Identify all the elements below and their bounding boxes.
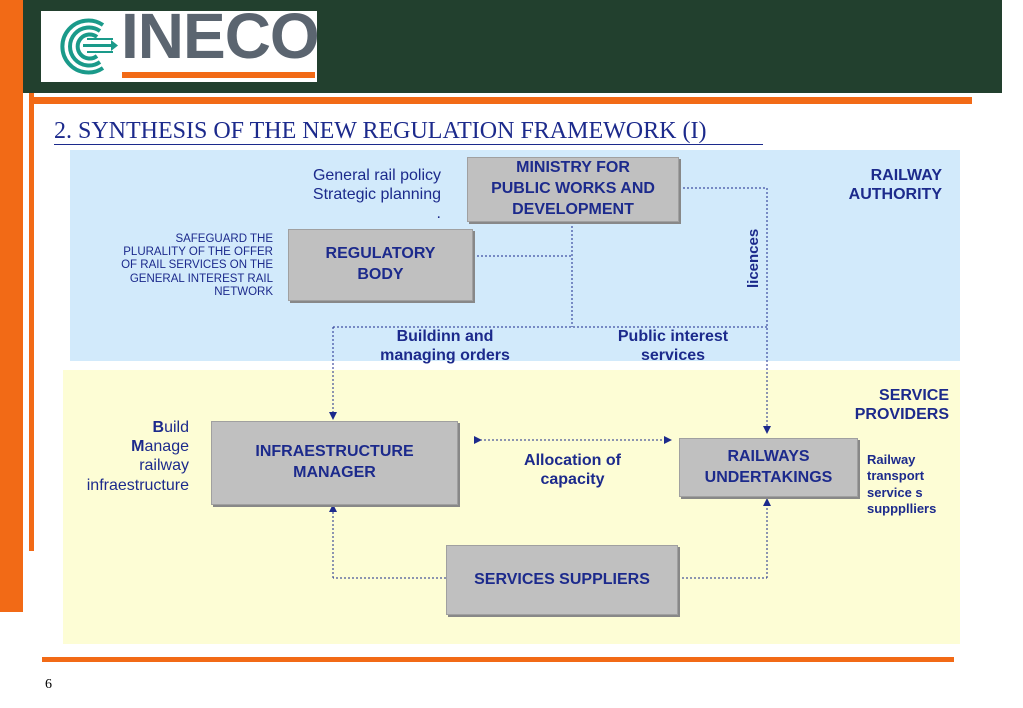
railway-authority-label: RAILWAY AUTHORITY xyxy=(800,166,942,204)
page-number: 6 xyxy=(45,677,52,692)
safeguard-line-3: OF RAIL SERVICES ON THE xyxy=(121,259,273,272)
manage-rest: anage xyxy=(144,438,190,456)
logo-underline xyxy=(122,72,315,78)
suppliers-line-1: SERVICES SUPPLIERS xyxy=(474,570,650,588)
service-providers-label: SERVICE PROVIDERS xyxy=(800,386,949,424)
licences-label: licences xyxy=(745,228,762,288)
building-orders-line-2: managing orders xyxy=(380,347,510,365)
ministry-line-2: PUBLIC WORKS AND xyxy=(491,180,655,198)
railways-line-2: UNDERTAKINGS xyxy=(704,468,833,486)
regulatory-body-box: REGULATORY BODY xyxy=(288,229,473,301)
allocation-line-2: capacity xyxy=(540,471,605,489)
authority-label-line-1: RAILWAY xyxy=(870,167,942,184)
railway-word: railway xyxy=(139,457,189,475)
manage-initial: M xyxy=(131,438,145,456)
build-manage-note: Build Manage railway infraestructure xyxy=(60,418,189,495)
logo-wordmark: INECO xyxy=(121,0,320,72)
rt-line-2: transport xyxy=(867,468,925,484)
building-orders-label: Buildinn and managing orders xyxy=(360,327,530,365)
rt-line-3: service s xyxy=(867,484,923,500)
title-underline xyxy=(54,144,763,145)
railways-undertakings-box: RAILWAYS UNDERTAKINGS xyxy=(679,438,858,497)
infra-line-2: MANAGER xyxy=(293,464,376,481)
safeguard-line-2: PLURALITY OF THE OFFER xyxy=(123,246,273,259)
allocation-line-1: Allocation of xyxy=(524,452,621,469)
rt-line-1: Railway xyxy=(867,452,916,467)
regulatory-line-2: BODY xyxy=(357,266,404,283)
services-suppliers-box: SERVICES SUPPLIERS xyxy=(446,545,678,615)
left-orange-bar xyxy=(0,0,23,612)
rt-line-4: suppplliers xyxy=(867,500,937,516)
railway-transport-note: Railway transport service s suppplliers xyxy=(867,452,957,517)
build-line: Build xyxy=(60,418,189,437)
infra-line-1: INFRAESTRUCTURE xyxy=(255,443,414,461)
logo xyxy=(41,11,317,82)
infrastructure-manager-box: INFRAESTRUCTURE MANAGER xyxy=(211,421,458,505)
safeguard-line-5: NETWORK xyxy=(214,285,273,298)
infra-word: infraestructure xyxy=(86,476,189,494)
bottom-orange-rule xyxy=(42,657,954,662)
public-interest-label: Public interest services xyxy=(598,327,748,365)
providers-label-line-2: PROVIDERS xyxy=(854,406,949,424)
policy-line-1: General rail policy xyxy=(312,167,441,184)
ministry-line-3: DEVELOPMENT xyxy=(512,200,634,218)
authority-label-line-2: AUTHORITY xyxy=(848,186,942,204)
building-orders-line-1: Buildinn and xyxy=(396,328,494,345)
policy-note: General rail policy Strategic planning . xyxy=(270,166,441,224)
build-initial: B xyxy=(152,419,165,436)
ministry-box: MINISTRY FOR PUBLIC WORKS AND DEVELOPMEN… xyxy=(467,157,679,222)
allocation-label: Allocation of capacity xyxy=(500,451,645,489)
safeguard-line-1: SAFEGUARD THE xyxy=(175,233,273,245)
left-orange-thin-bar xyxy=(29,93,34,551)
ineco-c-logo-icon xyxy=(60,18,118,75)
ministry-line-1: MINISTRY FOR xyxy=(516,159,630,177)
regulatory-line-1: REGULATORY xyxy=(325,245,436,263)
public-interest-line-2: services xyxy=(640,347,706,365)
page-title: 2. SYNTHESIS OF THE NEW REGULATION FRAME… xyxy=(54,118,707,144)
top-orange-rule xyxy=(29,97,972,104)
policy-line-2: Strategic planning xyxy=(312,186,441,204)
providers-label-line-1: SERVICE xyxy=(879,387,949,404)
railways-line-1: RAILWAYS xyxy=(727,447,810,465)
safeguard-line-4: GENERAL INTEREST RAIL xyxy=(129,272,273,285)
policy-line-3: . xyxy=(436,205,441,223)
public-interest-line-1: Public interest xyxy=(617,328,729,345)
build-rest: uild xyxy=(164,419,189,436)
manage-line: Manage xyxy=(60,437,189,456)
safeguard-note: SAFEGUARD THE PLURALITY OF THE OFFER OF … xyxy=(90,233,273,299)
